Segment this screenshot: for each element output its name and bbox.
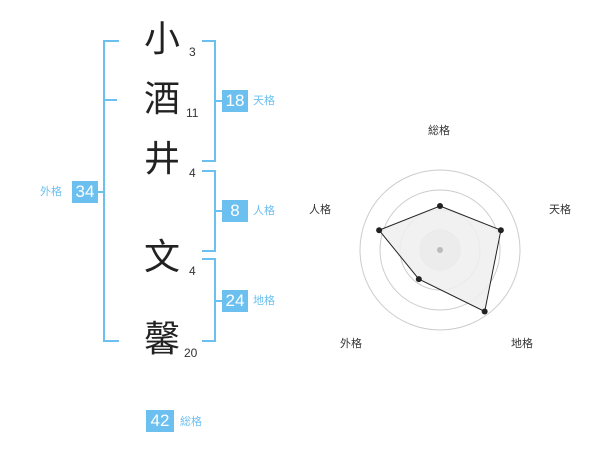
- radar-ring-4: [359, 169, 521, 331]
- tenkaku-bracket: [202, 40, 216, 162]
- jinkaku-connector: [216, 210, 222, 212]
- radar-points: [376, 203, 504, 315]
- radar-axis-label-jinkaku: 人格: [309, 203, 331, 216]
- radar-point-1: [497, 227, 504, 234]
- radar-center-dot: [437, 247, 443, 253]
- jinkaku-bracket: [202, 170, 216, 252]
- tenkaku-connector: [216, 100, 222, 102]
- tenkaku-label: 天格: [253, 94, 275, 107]
- radar-axis-label-tenkaku: 天格: [549, 203, 571, 216]
- gaikaku-label: 外格: [40, 185, 62, 198]
- stroke-count-3: 4: [189, 166, 196, 180]
- name-char-4: 文: [143, 237, 180, 278]
- stroke-count-5: 20: [184, 346, 198, 360]
- radar-ring-3: [379, 189, 501, 311]
- gaikaku-bracket-tick: [105, 99, 117, 101]
- radar-polygon: [378, 205, 502, 313]
- jinkaku-value: 8: [222, 200, 248, 222]
- gaikaku-bracket: [103, 40, 119, 342]
- stroke-count-1: 3: [189, 45, 196, 59]
- radar-axis-label-chikaku: 地格: [511, 337, 533, 350]
- stroke-count-2: 11: [186, 106, 199, 120]
- tenkaku-value: 18: [222, 90, 248, 112]
- soukaku-value: 42: [146, 410, 174, 432]
- radar-point-0: [437, 203, 443, 209]
- radar-point-3: [415, 276, 422, 283]
- name-char-5: 馨: [143, 319, 180, 360]
- chikaku-label: 地格: [253, 294, 275, 307]
- chikaku-value: 24: [222, 290, 248, 312]
- chikaku-connector: [216, 300, 222, 302]
- name-char-1: 小: [143, 19, 180, 60]
- chikaku-bracket: [202, 258, 216, 342]
- jinkaku-label: 人格: [253, 204, 275, 217]
- radar-point-4: [376, 227, 383, 234]
- stroke-count-4: 4: [189, 264, 196, 278]
- radar-chart: [359, 169, 521, 331]
- radar-point-2: [481, 308, 488, 315]
- gaikaku-value: 34: [72, 181, 98, 203]
- name-char-3: 井: [143, 139, 180, 180]
- radar-axis-label-soukaku: 総格: [428, 124, 450, 137]
- radar-axis-label-gaikaku: 外格: [340, 337, 362, 350]
- gaikaku-connector: [97, 191, 103, 193]
- name-char-2: 酒: [143, 79, 180, 120]
- soukaku-label: 総格: [180, 415, 202, 428]
